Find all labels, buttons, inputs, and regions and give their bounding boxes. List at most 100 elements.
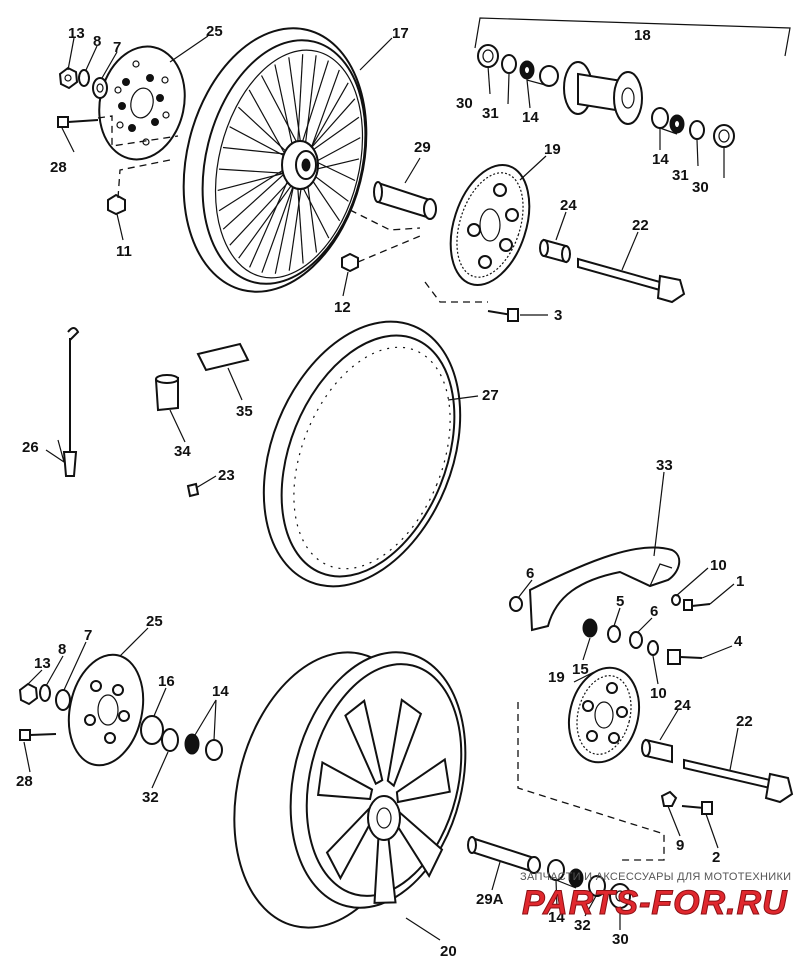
bolt-part-28b bbox=[19, 729, 57, 741]
bolt-part-2 bbox=[681, 801, 713, 815]
spacer-part-5 bbox=[607, 625, 621, 643]
axle-part-22-top bbox=[577, 257, 686, 304]
callout-32-bottom: 32 bbox=[574, 917, 591, 934]
washer-part-6b bbox=[629, 631, 643, 649]
valve-part-23 bbox=[186, 482, 200, 498]
washer-part-6a bbox=[509, 596, 523, 612]
callout-6-mid: 6 bbox=[650, 603, 658, 620]
bushing-part-15 bbox=[582, 618, 598, 638]
callout-29A: 29A bbox=[476, 891, 504, 908]
axle-spacer-part-29A bbox=[467, 836, 541, 874]
callout-7-bottom: 7 bbox=[84, 627, 92, 644]
washer-part-8 bbox=[78, 69, 90, 87]
bolt-part-4 bbox=[667, 649, 703, 665]
rim-part-27 bbox=[262, 320, 462, 588]
callout-17: 17 bbox=[392, 25, 409, 42]
callout-15: 15 bbox=[572, 661, 589, 678]
callout-31-left: 31 bbox=[482, 105, 499, 122]
washer-part-10a bbox=[671, 594, 681, 606]
callout-30-right: 30 bbox=[692, 179, 709, 196]
callout-28-top: 28 bbox=[50, 159, 67, 176]
washer-part-7 bbox=[92, 77, 108, 99]
nipple-part-34 bbox=[154, 374, 179, 412]
sprocket-part-19-top bbox=[449, 163, 531, 287]
callout-11: 11 bbox=[116, 243, 132, 260]
watermark-caption: ЗАПЧАСТИ И АКСЕССУАРЫ ДЛЯ МОТОТЕХНИКИ bbox=[520, 871, 791, 883]
callout-4: 4 bbox=[734, 633, 743, 650]
callout-2: 2 bbox=[712, 849, 720, 866]
callout-5: 5 bbox=[616, 593, 624, 610]
callout-31-right: 31 bbox=[672, 167, 689, 184]
callout-9: 9 bbox=[676, 837, 684, 854]
callout-20: 20 bbox=[440, 943, 457, 960]
callout-22-bottom: 22 bbox=[736, 713, 753, 730]
callout-25-bottom: 25 bbox=[146, 613, 163, 630]
cast-wheel-spoke bbox=[344, 699, 384, 786]
callout-19-top: 19 bbox=[544, 141, 561, 158]
pad-part-35 bbox=[196, 342, 250, 372]
washer-part-8b bbox=[39, 684, 51, 702]
callout-13-bottom: 13 bbox=[34, 655, 51, 672]
callout-10-top: 10 bbox=[710, 557, 727, 574]
callout-22-top: 22 bbox=[632, 217, 649, 234]
nut-part-13 bbox=[58, 66, 79, 90]
callout-24-bottom: 24 bbox=[674, 697, 691, 714]
callout-24-top: 24 bbox=[560, 197, 577, 214]
bolt-part-1 bbox=[683, 599, 711, 611]
watermark-brand: PARTS-FOR.RU bbox=[522, 884, 788, 922]
spacer-part-31 bbox=[501, 54, 517, 74]
callout-14-left: 14 bbox=[522, 109, 539, 126]
callout-32-left: 32 bbox=[142, 789, 159, 806]
leader-lines bbox=[23, 35, 739, 941]
bolt-part-3 bbox=[487, 308, 519, 322]
spacer-part-24-bottom bbox=[641, 738, 673, 764]
callout-29: 29 bbox=[414, 139, 431, 156]
callout-8-bottom: 8 bbox=[58, 641, 66, 658]
hub-assembly-part-18 bbox=[474, 17, 791, 148]
axle-spacer-part-29 bbox=[373, 181, 437, 220]
adapter-part-16 bbox=[140, 715, 164, 745]
callout-18: 18 bbox=[634, 27, 651, 44]
callout-19-bottom: 19 bbox=[548, 669, 565, 686]
spoke-part-26 bbox=[62, 327, 80, 477]
callout-30-left: 30 bbox=[456, 95, 473, 112]
washer-part-10b bbox=[647, 640, 659, 656]
axle-part-22-bottom bbox=[683, 758, 794, 804]
cast-wheel-spoke bbox=[316, 760, 374, 801]
callout-28-bottom: 28 bbox=[16, 773, 33, 790]
callout-labels: 13 8 7 25 17 18 28 11 30 31 14 14 31 30 … bbox=[16, 23, 753, 960]
cast-wheel-spoke bbox=[386, 698, 423, 788]
callout-16: 16 bbox=[158, 673, 175, 690]
watermark: ЗАПЧАСТИ И АКСЕССУАРЫ ДЛЯ МОТОТЕХНИКИ PA… bbox=[520, 871, 791, 923]
seal-part-32a bbox=[161, 728, 179, 752]
callout-8-top: 8 bbox=[93, 33, 101, 50]
callout-1: 1 bbox=[736, 573, 744, 590]
nut-part-9 bbox=[660, 790, 678, 807]
nut-part-12 bbox=[341, 252, 359, 273]
bolt-part-28 bbox=[57, 116, 99, 128]
sprocket-part-19-bottom bbox=[568, 666, 640, 764]
brake-disc-part-25 bbox=[98, 45, 186, 161]
callout-14-bottom: 14 bbox=[548, 909, 565, 926]
chain-guard-part-33 bbox=[528, 546, 681, 632]
brake-disc-part-25b bbox=[67, 653, 145, 767]
washer-part-7b bbox=[55, 689, 71, 711]
callout-13-top: 13 bbox=[68, 25, 85, 42]
spacer-part-24-top bbox=[539, 238, 571, 264]
callout-7-top: 7 bbox=[113, 39, 121, 56]
callout-33: 33 bbox=[656, 457, 673, 474]
wheel-spoke bbox=[303, 55, 317, 157]
bearing-part-14c bbox=[184, 733, 200, 755]
wheel-spoke bbox=[274, 173, 297, 274]
spoked-wheel-part-17 bbox=[182, 27, 368, 293]
cast-wheel-spoke bbox=[395, 757, 451, 804]
callout-23: 23 bbox=[218, 467, 235, 484]
spoked-wheel-assembly bbox=[57, 17, 791, 322]
callout-26: 26 bbox=[22, 439, 39, 456]
seal-part-30 bbox=[477, 44, 499, 68]
cast-wheel-part-20 bbox=[233, 651, 467, 929]
callout-35: 35 bbox=[236, 403, 253, 420]
nut-part-13b bbox=[18, 682, 39, 706]
callout-14-bottom-left: 14 bbox=[212, 683, 229, 700]
